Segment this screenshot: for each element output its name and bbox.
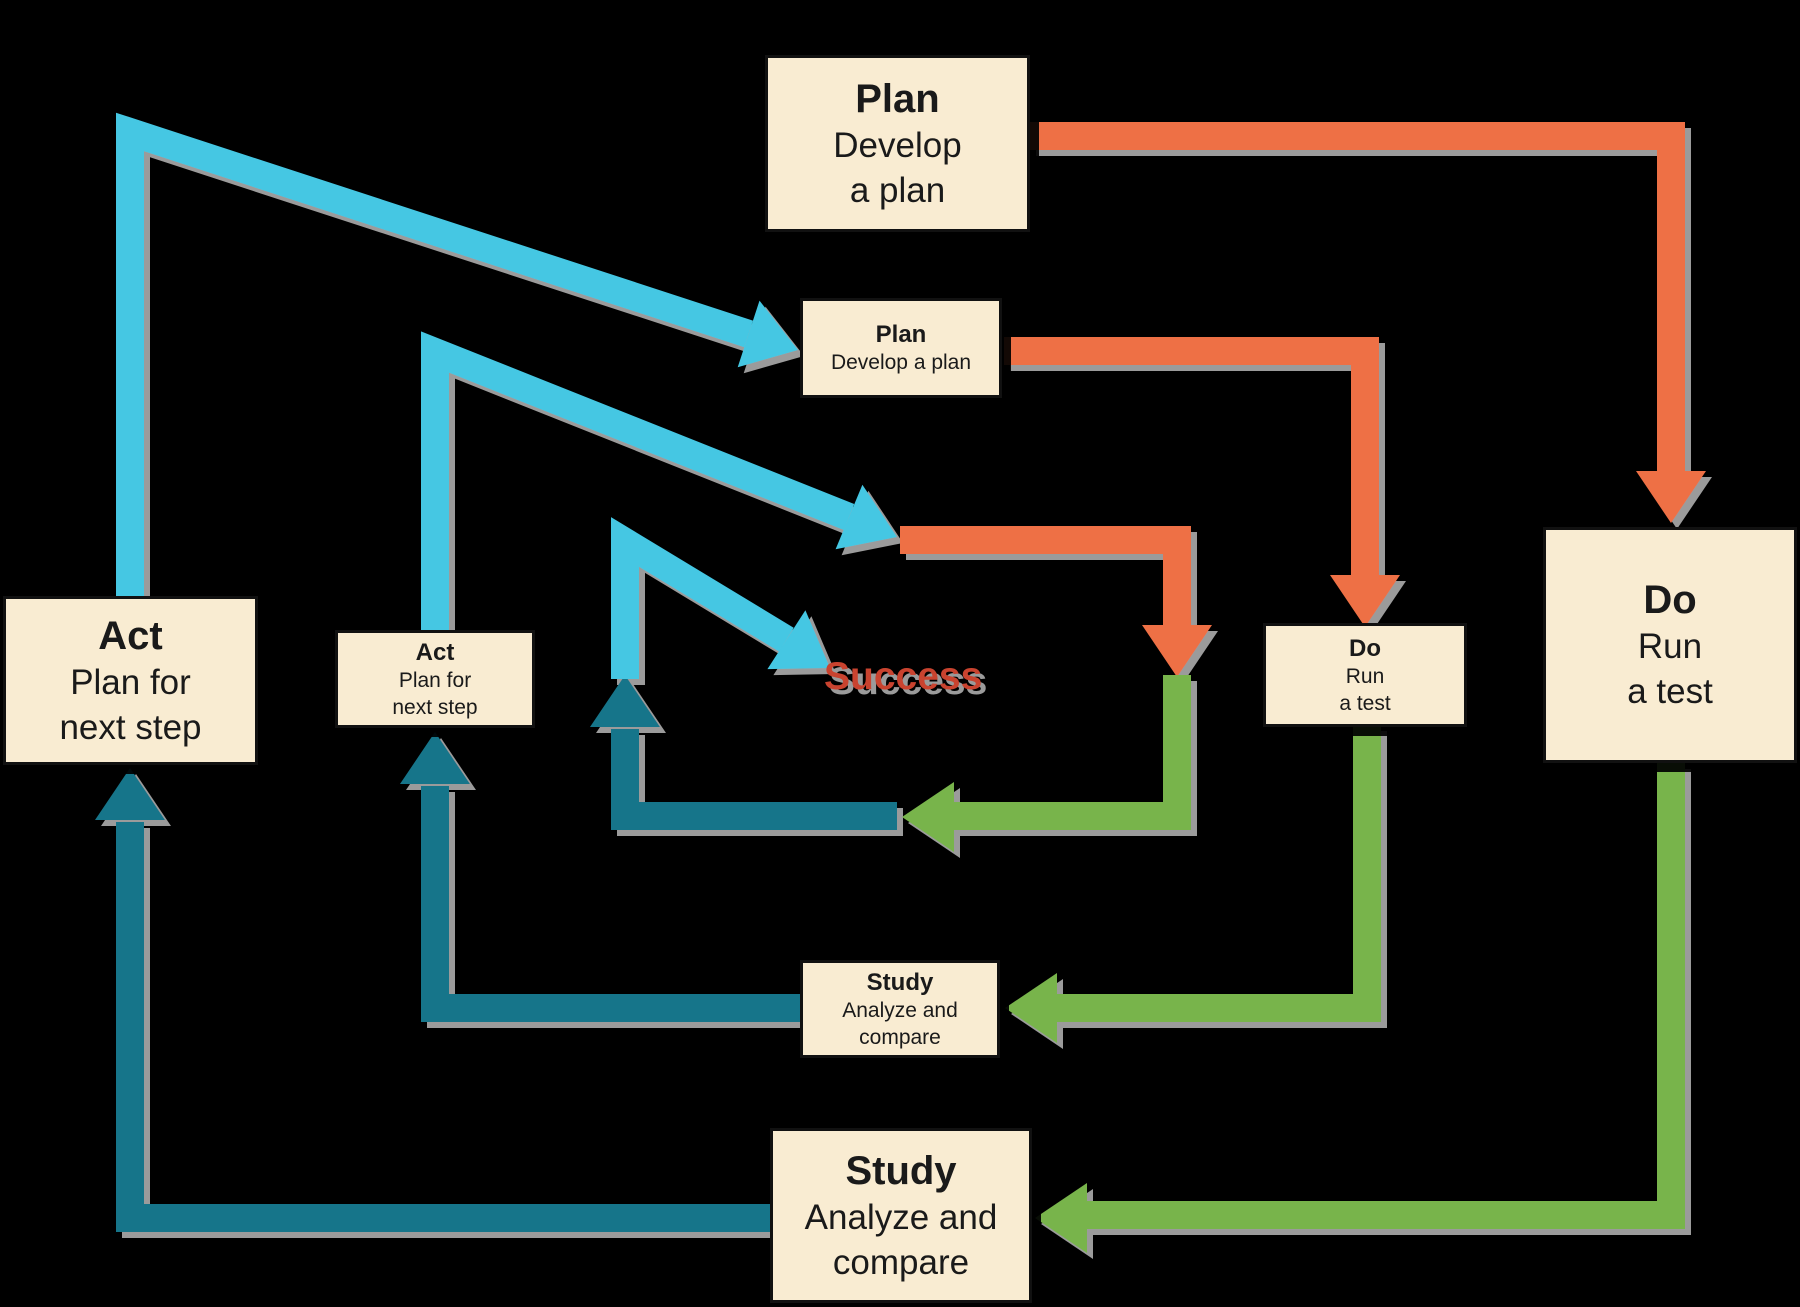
do-small-box: Do Run a test — [1263, 623, 1467, 727]
do-small-title: Do — [1349, 634, 1381, 662]
do-small-line1: Run — [1345, 664, 1385, 688]
arrow-do-to-study-inner — [952, 675, 1191, 830]
act-large-line2: next step — [59, 707, 202, 747]
plan-large-line1: Develop — [833, 125, 962, 165]
act-large-box: Act Plan for next step — [3, 596, 258, 765]
arrowhead-plan-to-do-outer-icon — [1636, 471, 1706, 523]
act-small-title: Act — [415, 638, 455, 666]
success-label: Success — [824, 655, 983, 698]
plan-small-title: Plan — [875, 321, 927, 348]
plan-small-box: Plan Develop a plan — [800, 298, 1002, 398]
plan-large-box: Plan Develop a plan — [765, 55, 1030, 232]
arrow-study-to-act-inner — [611, 729, 897, 830]
act-small-line1: Plan for — [398, 668, 472, 692]
arrow-plan-to-do-inner — [900, 526, 1191, 627]
arrowhead-do-to-study-outer-icon — [1035, 1183, 1087, 1253]
study-large-line1: Analyze and — [804, 1197, 998, 1237]
do-large-line2: a test — [1627, 672, 1713, 711]
arrowhead-act-to-plan-middle-icon — [835, 484, 897, 550]
arrowhead-do-to-study-inner-icon — [902, 782, 954, 852]
arrowhead-plan-to-do-middle-icon — [1330, 575, 1400, 627]
do-small-line2: a test — [1339, 691, 1391, 715]
arrowhead-do-to-study-middle-icon — [1005, 973, 1057, 1043]
arrow-do-to-study-middle — [1055, 725, 1381, 1022]
act-small-line2: next step — [392, 695, 478, 719]
plan-large-line2: a plan — [849, 170, 946, 210]
study-small-line2: compare — [859, 1025, 941, 1049]
study-small-line1: Analyze and — [842, 998, 958, 1022]
study-small-box: Study Analyze and compare — [800, 960, 1000, 1058]
arrowhead-act-to-success-inner-icon — [767, 610, 830, 670]
study-small-title: Study — [866, 968, 934, 996]
study-large-title: Study — [845, 1148, 957, 1193]
arrow-study-to-act-outer — [116, 822, 772, 1232]
do-large-title: Do — [1643, 578, 1697, 622]
arrow-do-to-study-outer — [1085, 763, 1685, 1229]
plan-large-title: Plan — [855, 76, 940, 121]
arrowhead-study-to-act-outer-icon — [95, 768, 165, 820]
arrow-act-to-plan-middle — [421, 331, 855, 632]
plan-small-line1: Develop a plan — [830, 351, 972, 374]
arrow-plan-to-do-middle — [1004, 337, 1379, 577]
arrow-act-to-plan-outer — [116, 112, 753, 598]
arrow-plan-to-do-outer — [1030, 122, 1685, 473]
arrowhead-study-to-act-middle-icon — [400, 732, 470, 784]
study-large-box: Study Analyze and compare — [770, 1128, 1032, 1303]
act-large-title: Act — [98, 613, 163, 658]
act-small-box: Act Plan for next step — [335, 630, 535, 728]
do-large-box: Do Run a test — [1543, 527, 1797, 763]
arrowhead-act-to-plan-outer-icon — [737, 300, 798, 368]
arrowhead-plan-to-do-inner-icon — [1142, 625, 1212, 677]
study-large-line2: compare — [832, 1242, 970, 1282]
arrowhead-study-to-act-inner-icon — [590, 675, 660, 727]
arrow-act-to-success-inner — [611, 517, 794, 679]
arrow-study-to-act-middle — [421, 786, 802, 1022]
do-large-line1: Run — [1637, 627, 1703, 666]
act-large-line1: Plan for — [70, 662, 191, 702]
